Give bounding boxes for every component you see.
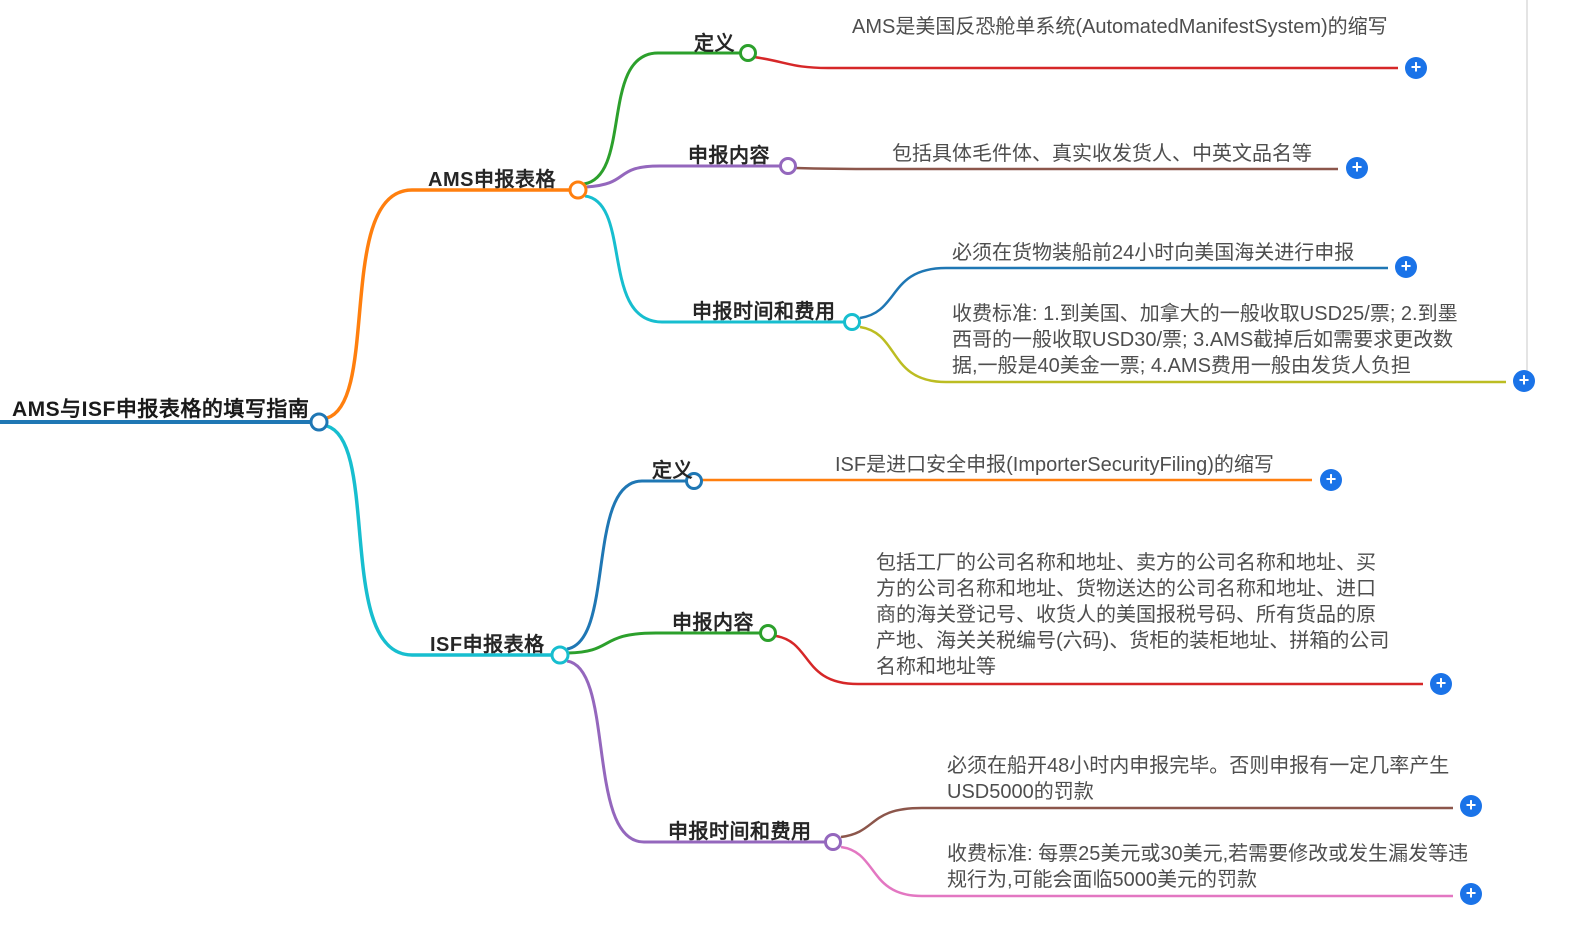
link-isf-timefee-leaf2 bbox=[840, 845, 1453, 898]
link-ams-timefee-leaf1 bbox=[859, 266, 1388, 320]
plus-icon: + bbox=[1465, 883, 1477, 903]
ams-content-label[interactable]: 申报内容 bbox=[688, 145, 770, 167]
isf-content-node-circle[interactable] bbox=[759, 624, 777, 642]
link-isf-to-definition bbox=[566, 479, 686, 651]
link-ams-content-leaf bbox=[795, 166, 1338, 171]
isf-definition-leaf-text[interactable]: ISF是进口安全申报(ImporterSecurityFiling)的缩写 bbox=[835, 454, 1274, 476]
link-ams-to-timefee bbox=[584, 194, 844, 324]
isf-node-circle[interactable] bbox=[550, 645, 570, 665]
ams-content-leaf-text[interactable]: 包括具体毛件体、真实收发货人、中英文品名等 bbox=[892, 143, 1312, 165]
plus-icon: + bbox=[1351, 157, 1363, 177]
ams-definition-leaf-text[interactable]: AMS是美国反恐舱单系统(AutomatedManifestSystem)的缩写 bbox=[852, 16, 1388, 38]
link-isf-content-leaf bbox=[775, 634, 1423, 686]
link-isf-to-timefee bbox=[566, 659, 825, 844]
plus-icon: + bbox=[1435, 673, 1447, 693]
ams-timefee-node-circle[interactable] bbox=[843, 313, 861, 331]
link-root-to-isf bbox=[326, 424, 552, 657]
isf-timefee-node-circle[interactable] bbox=[824, 833, 842, 851]
expand-button-ams-timefee-2[interactable]: + bbox=[1513, 370, 1535, 392]
root-node-label[interactable]: AMS与ISF申报表格的填写指南 bbox=[12, 398, 310, 421]
link-ams-timefee-leaf2 bbox=[859, 325, 1506, 384]
link-ams-definition-leaf bbox=[753, 55, 1398, 70]
ams-timefee-leaf2-text[interactable]: 收费标准: 1.到美国、加拿大的一般收取USD25/票; 2.到墨西哥的一般收取… bbox=[952, 303, 1458, 377]
expand-button-isf-timefee-2[interactable]: + bbox=[1460, 883, 1482, 905]
isf-content-leaf-text[interactable]: 包括工厂的公司名称和地址、卖方的公司名称和地址、买方的公司名称和地址、货物送达的… bbox=[876, 552, 1390, 678]
expand-button-isf-content[interactable]: + bbox=[1430, 673, 1452, 695]
expand-button-isf-definition[interactable]: + bbox=[1320, 469, 1342, 491]
ams-definition-node-circle[interactable] bbox=[739, 44, 757, 62]
isf-content-label[interactable]: 申报内容 bbox=[672, 612, 754, 634]
isf-definition-node-circle[interactable] bbox=[685, 472, 703, 490]
ams-node-label[interactable]: AMS申报表格 bbox=[428, 169, 556, 191]
root-node-circle[interactable] bbox=[309, 412, 329, 432]
plus-icon: + bbox=[1325, 469, 1337, 489]
ams-definition-label[interactable]: 定义 bbox=[694, 33, 735, 55]
link-isf-timefee-leaf1 bbox=[840, 806, 1453, 839]
isf-timefee-leaf1-text[interactable]: 必须在船开48小时内申报完毕。否则申报有一定几率产生USD5000的罚款 bbox=[947, 755, 1450, 803]
plus-icon: + bbox=[1518, 370, 1530, 390]
plus-icon: + bbox=[1400, 256, 1412, 276]
isf-timefee-leaf2-text[interactable]: 收费标准: 每票25美元或30美元,若需要修改或发生漏发等违规行为,可能会面临5… bbox=[947, 843, 1469, 891]
isf-node-label[interactable]: ISF申报表格 bbox=[430, 634, 545, 656]
ams-node-circle[interactable] bbox=[568, 180, 588, 200]
plus-icon: + bbox=[1465, 795, 1477, 815]
ams-content-node-circle[interactable] bbox=[779, 157, 797, 175]
ams-timefee-label[interactable]: 申报时间和费用 bbox=[692, 301, 836, 323]
expand-button-ams-content[interactable]: + bbox=[1346, 157, 1368, 179]
link-ams-to-definition bbox=[583, 51, 740, 186]
expand-button-ams-timefee-1[interactable]: + bbox=[1395, 256, 1417, 278]
plus-icon: + bbox=[1410, 57, 1422, 77]
isf-timefee-label[interactable]: 申报时间和费用 bbox=[668, 821, 812, 843]
link-ams-to-content bbox=[585, 164, 780, 189]
link-isf-to-content bbox=[567, 631, 760, 655]
ams-timefee-leaf1-text[interactable]: 必须在货物装船前24小时向美国海关进行申报 bbox=[952, 242, 1355, 264]
expand-button-isf-timefee-1[interactable]: + bbox=[1460, 795, 1482, 817]
expand-button-ams-definition[interactable]: + bbox=[1405, 57, 1427, 79]
link-root-to-ams bbox=[326, 188, 570, 420]
isf-definition-label[interactable]: 定义 bbox=[652, 460, 693, 482]
